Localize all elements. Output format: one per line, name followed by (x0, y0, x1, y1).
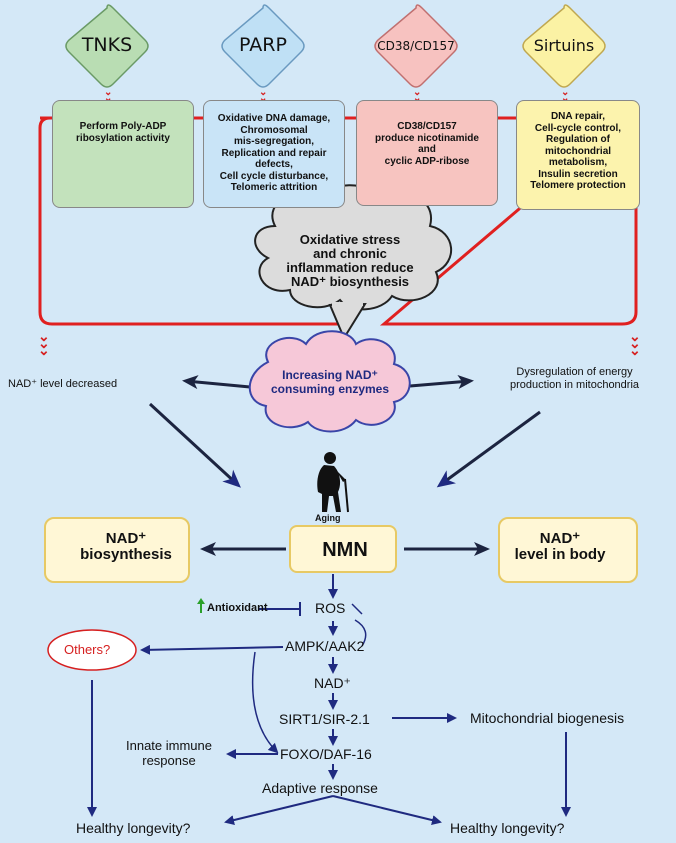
nad-level-text: NAD⁺ level in body (514, 530, 606, 563)
healthy-longevity-right: Healthy longevity? (450, 820, 565, 836)
inhibit-ros-curve (354, 619, 367, 647)
function-box-line: Oxidative DNA damage, (217, 113, 331, 124)
chevron-down-icon: ⌄⌄ (259, 87, 268, 104)
function-box-line: Regulation of (546, 134, 610, 145)
function-box-line: Chromosomal (240, 124, 308, 136)
diamond-0 (65, 4, 149, 88)
chevron-down-icon: ⌄⌄⌄ (629, 328, 641, 358)
arrow-ampk-others (140, 644, 284, 655)
energy-dysregulation-text: Dysregulation of energy production in mi… (510, 366, 640, 391)
function-box-line: CD38/CD157 (397, 121, 457, 132)
others-ellipse (47, 629, 137, 671)
chevron-down-icon: ⌄⌄ (561, 87, 570, 104)
pink-cloud (248, 330, 411, 433)
diamond-label: PARP (239, 34, 287, 57)
elderly-person-icon (317, 452, 349, 513)
function-box-3: DNA repair,Cell-cycle control,Regulation… (516, 100, 640, 210)
diamond-2 (374, 4, 458, 88)
diamond-1 (221, 4, 305, 88)
ros-label: ROS (315, 600, 346, 616)
arrow-ampk-foxo-curve (251, 651, 279, 754)
chevron-down-icon: ⌄⌄⌄ (38, 328, 50, 358)
nad-level-box: NAD⁺ level in body (498, 517, 638, 583)
function-box-line: defects, (255, 159, 293, 170)
function-box-line: Replication and repair (221, 147, 327, 159)
innate-immune-label: Innate immune response (126, 738, 212, 768)
arrow-cloud-right (409, 375, 474, 389)
function-box-line: Cell-cycle control, (534, 122, 622, 134)
arrow-adaptive-right (332, 795, 442, 825)
adaptive-response-label: Adaptive response (262, 780, 378, 796)
chevron-down-icon: ⌄⌄ (413, 87, 422, 104)
nad-level-decreased: NAD⁺ level decreased (8, 378, 118, 390)
pink-cloud-text: Increasing NAD⁺ consuming enzymes (270, 368, 390, 396)
aging-label: Aging (315, 513, 341, 523)
healthy-longevity-left: Healthy longevity? (76, 820, 191, 836)
function-box-line: Insulin secretion (538, 168, 618, 180)
arrow-left-diag (148, 402, 241, 488)
function-box-line: mis-segregation, (233, 136, 315, 147)
function-box-line: Telomere protection (530, 180, 626, 191)
diamond-label: TNKS (81, 34, 133, 57)
nmn-box: NMN (289, 525, 397, 573)
diamond-label: CD38/CD157 (377, 38, 455, 53)
mito-biogenesis-label: Mitochondrial biogenesis (470, 710, 625, 726)
function-box-line: Telomeric attrition (230, 182, 318, 193)
function-box-line: ribosylation activity (76, 132, 170, 144)
function-box-line: mitochondrial (544, 145, 612, 157)
gray-cloud-text: Oxidative stress and chronic inflammatio… (286, 232, 414, 289)
function-box-line: Cell cycle disturbance, (219, 170, 329, 182)
foxo-label: FOXO/DAF-16 (280, 746, 372, 762)
ampk-label: AMPK/AAK2 (285, 638, 365, 654)
nad-label: NAD⁺ (314, 675, 351, 691)
nmn-label: NMN (322, 539, 368, 561)
diamond-row (65, 4, 606, 88)
nad-biosynthesis-box: NAD⁺ biosynthesis (44, 517, 190, 583)
sirt-label: SIRT1/SIR-2.1 (279, 711, 370, 727)
function-box-line: Perform Poly-ADP (79, 121, 167, 132)
diamond-3 (522, 4, 606, 88)
antioxidant-label: Antioxidant (207, 602, 268, 614)
arrow-right-diag (436, 410, 541, 488)
others-label: Others? (64, 642, 111, 657)
diamond-label: Sirtuins (533, 36, 595, 55)
arrow-cloud-left (182, 375, 251, 390)
function-box-line: and (418, 144, 436, 155)
nad-biosynthesis-text: NAD⁺ biosynthesis (80, 530, 172, 563)
function-box-line: DNA repair, (550, 111, 606, 122)
gray-cloud (254, 184, 453, 341)
function-box-line: cyclic ADP-ribose (384, 155, 470, 167)
chevron-down-icon: ⌄⌄ (104, 87, 113, 104)
function-box-line: produce nicotinamide (375, 132, 479, 144)
arrow-adaptive-left (224, 795, 334, 825)
function-box-line: metabolism, (548, 157, 608, 168)
